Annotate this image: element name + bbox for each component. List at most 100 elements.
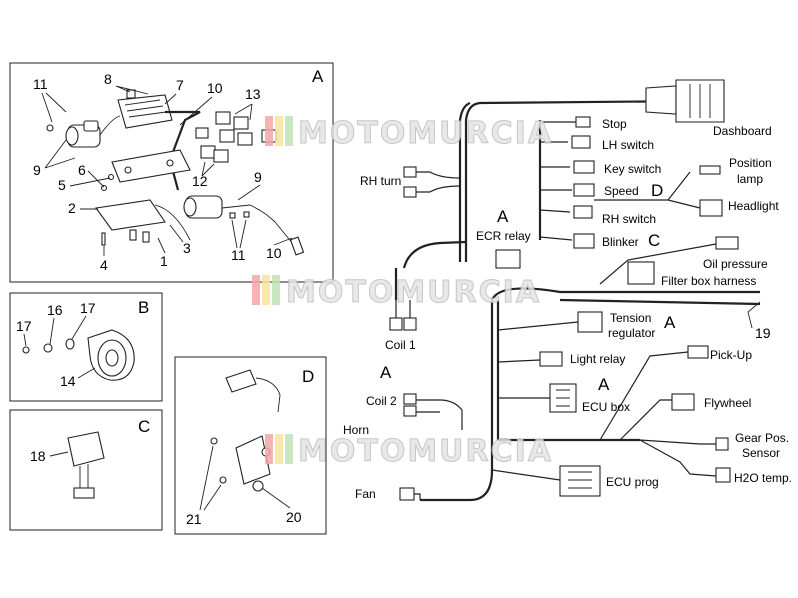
label-filter-box-harness: Filter box harness bbox=[661, 274, 756, 288]
fan-connector bbox=[399, 487, 421, 501]
letter-speed-d: D bbox=[651, 181, 663, 200]
relay-block bbox=[195, 111, 277, 163]
ecu-prog-connector bbox=[491, 465, 601, 497]
regulator-module bbox=[117, 89, 173, 129]
part-number-10-top: 10 bbox=[207, 80, 223, 96]
watermark-text-bottom: MOTOMURCIA bbox=[298, 434, 553, 469]
screw-15 bbox=[22, 346, 30, 354]
panel-c-letter: C bbox=[138, 417, 150, 436]
letter-coil2-a: A bbox=[380, 363, 392, 382]
label-pick-up: Pick-Up bbox=[710, 348, 752, 362]
letter-ecr-a: A bbox=[497, 207, 509, 226]
label-lh-switch: LH switch bbox=[602, 138, 654, 152]
part-number-16: 16 bbox=[47, 302, 63, 318]
relay-part-18 bbox=[67, 431, 105, 499]
label-ecu-box: ECU box bbox=[582, 400, 630, 414]
letter-tension-a: A bbox=[664, 313, 676, 332]
panel-c-frame bbox=[9, 409, 163, 531]
panel-c-leader-line bbox=[49, 451, 69, 457]
part-number-4: 4 bbox=[100, 257, 108, 273]
dash-branch-connectors bbox=[539, 116, 723, 249]
rh-turn-connector bbox=[403, 166, 461, 198]
label-h2o-temp: H2O temp. bbox=[734, 471, 792, 485]
coil-1-connector bbox=[389, 300, 417, 331]
label-position-lamp-2: lamp bbox=[737, 172, 763, 186]
speed-sensor-part bbox=[225, 369, 281, 492]
panel-b-letter: B bbox=[138, 298, 149, 317]
label-ecr-relay: ECR relay bbox=[476, 229, 531, 243]
light-relay-connector bbox=[497, 351, 563, 367]
main-harness: Dashboard Stop LH switch Key switch Spee… bbox=[343, 79, 792, 502]
label-headlight: Headlight bbox=[728, 199, 779, 213]
part-number-17: 17 bbox=[80, 300, 96, 316]
panel-d-letter: D bbox=[302, 367, 314, 386]
panel-d-leader-lines bbox=[199, 445, 291, 511]
coil-wire bbox=[99, 115, 121, 136]
label-coil-2: Coil 2 bbox=[366, 394, 397, 408]
label-rh-turn: RH turn bbox=[360, 174, 401, 188]
panel-a: A bbox=[9, 62, 334, 283]
letter-ecu-a: A bbox=[598, 375, 610, 394]
label-horn: Horn bbox=[343, 423, 369, 437]
label-coil-1: Coil 1 bbox=[385, 338, 416, 352]
panel-b-leader-lines bbox=[23, 315, 96, 379]
washer-16 bbox=[43, 343, 53, 353]
panel-a-leader-lines bbox=[41, 85, 293, 256]
panel-b-frame bbox=[9, 292, 163, 402]
watermark-text-top: MOTOMURCIA bbox=[298, 116, 553, 151]
part-number-11-top: 11 bbox=[33, 76, 48, 92]
label-blinker: Blinker bbox=[602, 235, 639, 249]
part-number-20: 20 bbox=[286, 509, 302, 525]
part-number-9-right: 9 bbox=[254, 169, 262, 185]
dashboard-connector bbox=[645, 79, 725, 123]
ecu-box-connector bbox=[498, 383, 577, 413]
part-number-15: 17 bbox=[16, 318, 32, 334]
part-number-5: 5 bbox=[58, 177, 66, 193]
tension-regulator-connector bbox=[497, 311, 603, 333]
part-number-21: 21 bbox=[186, 511, 202, 527]
part-number-8: 8 bbox=[104, 71, 112, 87]
part-number-10-bottom: 10 bbox=[266, 245, 282, 261]
label-gear-pos-1: Gear Pos. bbox=[735, 431, 789, 445]
ecr-relay-connector bbox=[495, 249, 521, 269]
horn-part bbox=[87, 329, 135, 381]
part-number-11-bottom: 11 bbox=[231, 247, 246, 263]
ignition-coil-bottom bbox=[183, 195, 305, 256]
label-speed: Speed bbox=[604, 184, 639, 198]
mounting-bracket bbox=[111, 149, 191, 183]
harness-top-run bbox=[464, 99, 701, 262]
label-fan: Fan bbox=[355, 487, 376, 501]
letter-blinker-c: C bbox=[648, 231, 660, 250]
panel-a-letter: A bbox=[312, 67, 324, 86]
label-tension-regulator-2: regulator bbox=[608, 326, 655, 340]
ignition-coil-top bbox=[65, 120, 101, 148]
part-number-6: 6 bbox=[78, 162, 86, 178]
part-number-9-left: 9 bbox=[33, 162, 41, 178]
label-oil-pressure: Oil pressure bbox=[703, 257, 768, 271]
watermark-text-middle: MOTOMURCIA bbox=[286, 275, 541, 310]
part-number-18: 18 bbox=[30, 448, 46, 464]
part-number-7: 7 bbox=[176, 77, 184, 93]
watermark-middle: MOTOMURCIA bbox=[252, 275, 541, 311]
part-number-2: 2 bbox=[68, 200, 76, 216]
watermark-top: MOTOMURCIA bbox=[265, 116, 553, 152]
label-stop: Stop bbox=[602, 117, 627, 131]
base-plate bbox=[95, 199, 191, 243]
label-rh-switch: RH switch bbox=[602, 212, 656, 226]
part-number-3: 3 bbox=[183, 240, 191, 256]
label-position-lamp-1: Position bbox=[729, 156, 772, 170]
washer-17 bbox=[65, 338, 75, 350]
panel-b: B 17 16 17 14 bbox=[9, 292, 163, 402]
harness-19-leader bbox=[747, 301, 761, 329]
filter-box-connector bbox=[599, 236, 739, 285]
part-number-13: 13 bbox=[245, 86, 261, 102]
label-key-switch: Key switch bbox=[604, 162, 661, 176]
panel-d: D 21 20 bbox=[174, 356, 327, 535]
label-flywheel: Flywheel bbox=[704, 396, 751, 410]
part-number-14: 14 bbox=[60, 373, 76, 389]
part-number-12: 12 bbox=[192, 173, 208, 189]
label-light-relay: Light relay bbox=[570, 352, 625, 366]
part-number-19: 19 bbox=[755, 325, 771, 341]
label-gear-pos-2: Sensor bbox=[742, 446, 780, 460]
watermark-bottom: MOTOMURCIA bbox=[265, 434, 553, 470]
